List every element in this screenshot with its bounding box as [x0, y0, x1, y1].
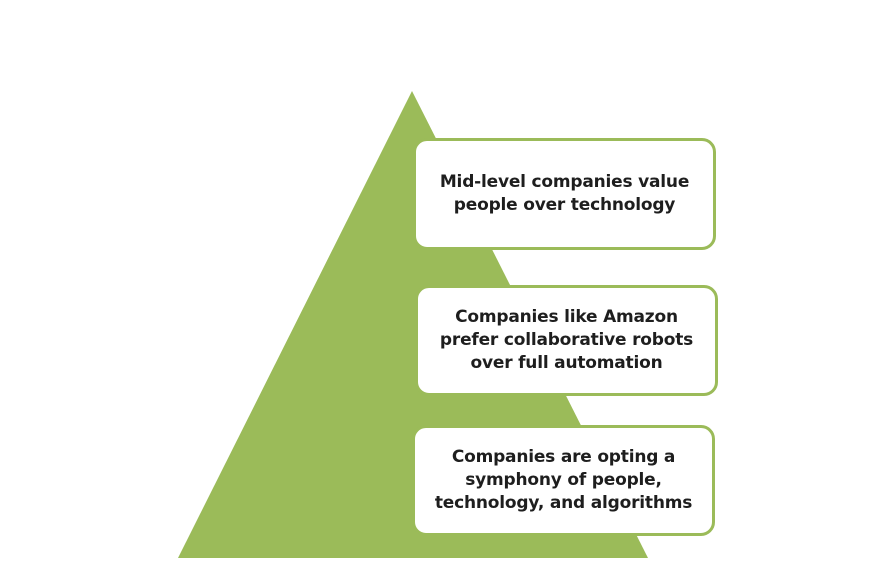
pyramid-level-3-text: Companies are opting a symphony of peopl… — [434, 447, 693, 513]
pyramid-level-3-box: Companies are opting a symphony of peopl… — [412, 425, 715, 536]
pyramid-level-2-box: Companies like Amazon prefer collaborati… — [415, 285, 718, 396]
pyramid-level-1-text: Mid-level companies value people over te… — [439, 172, 690, 215]
pyramid-level-1-box: Mid-level companies value people over te… — [413, 138, 716, 250]
pyramid-level-2-text: Companies like Amazon prefer collaborati… — [439, 307, 694, 373]
